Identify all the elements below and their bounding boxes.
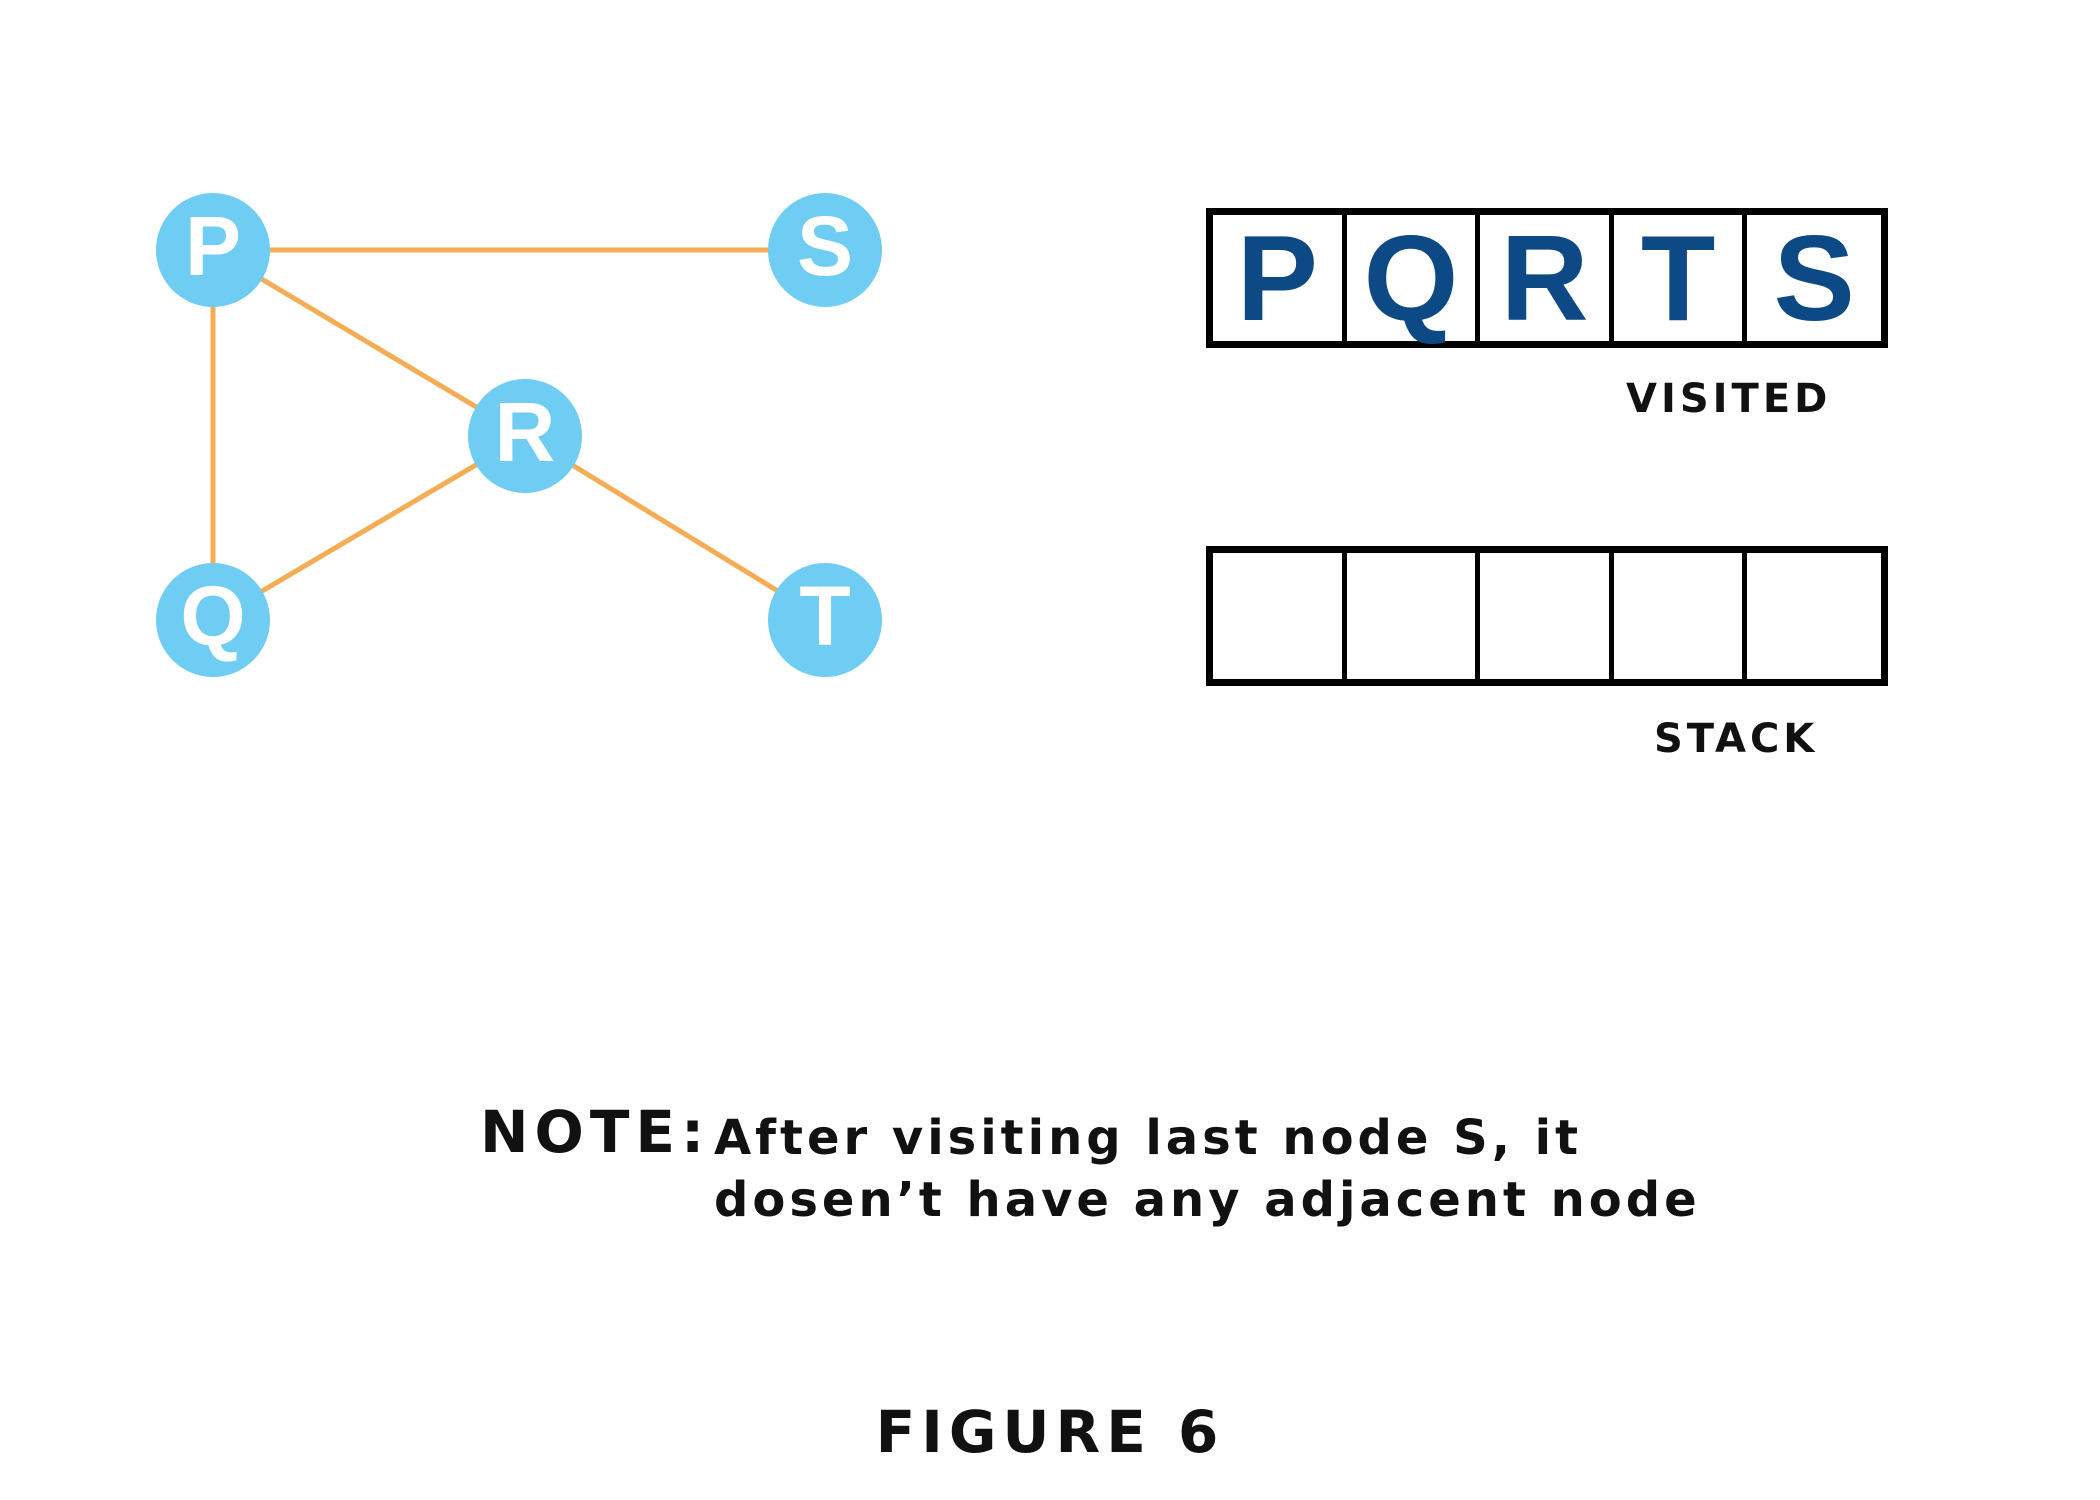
node-label: T: [799, 569, 850, 663]
graph-edges: [210, 247, 828, 623]
node-s: S: [768, 193, 882, 307]
visited-array: P Q R T S: [1206, 208, 1888, 348]
node-t: T: [768, 563, 882, 677]
node-label: R: [495, 385, 556, 479]
stack-caption: STACK: [1654, 716, 1819, 762]
note-text-line-2: dosen’t have any adjacent node: [714, 1172, 1701, 1228]
node-circle: [468, 379, 582, 493]
note-text-line-1: After visiting last node S, it: [714, 1110, 1583, 1166]
node-label: P: [185, 199, 241, 293]
visited-cell: P: [1213, 215, 1347, 341]
graph-nodes: P S R Q T: [156, 193, 882, 677]
visited-cell: T: [1614, 215, 1748, 341]
edge-r-t: [522, 433, 828, 623]
stack-cell: [1480, 553, 1614, 679]
node-q: Q: [156, 563, 270, 677]
node-circle: [768, 193, 882, 307]
node-label: S: [797, 199, 853, 293]
stack-cell: [1614, 553, 1748, 679]
visited-cell: R: [1480, 215, 1614, 341]
node-circle: [156, 563, 270, 677]
stack-cell: [1347, 553, 1481, 679]
figure-caption: FIGURE 6: [875, 1398, 1225, 1466]
node-label: Q: [180, 569, 245, 663]
node-p: P: [156, 193, 270, 307]
node-r: R: [468, 379, 582, 493]
stack-array: [1206, 546, 1888, 686]
note-label: NOTE:: [480, 1098, 711, 1166]
visited-cell: S: [1773, 210, 1855, 346]
stack-cell: [1747, 553, 1881, 679]
node-circle: [156, 193, 270, 307]
visited-caption: VISITED: [1626, 376, 1832, 422]
edge-r-q: [210, 433, 528, 623]
edge-p-r: [210, 247, 528, 439]
node-circle: [768, 563, 882, 677]
stack-cell: [1213, 553, 1347, 679]
visited-cell: Q: [1347, 215, 1481, 341]
